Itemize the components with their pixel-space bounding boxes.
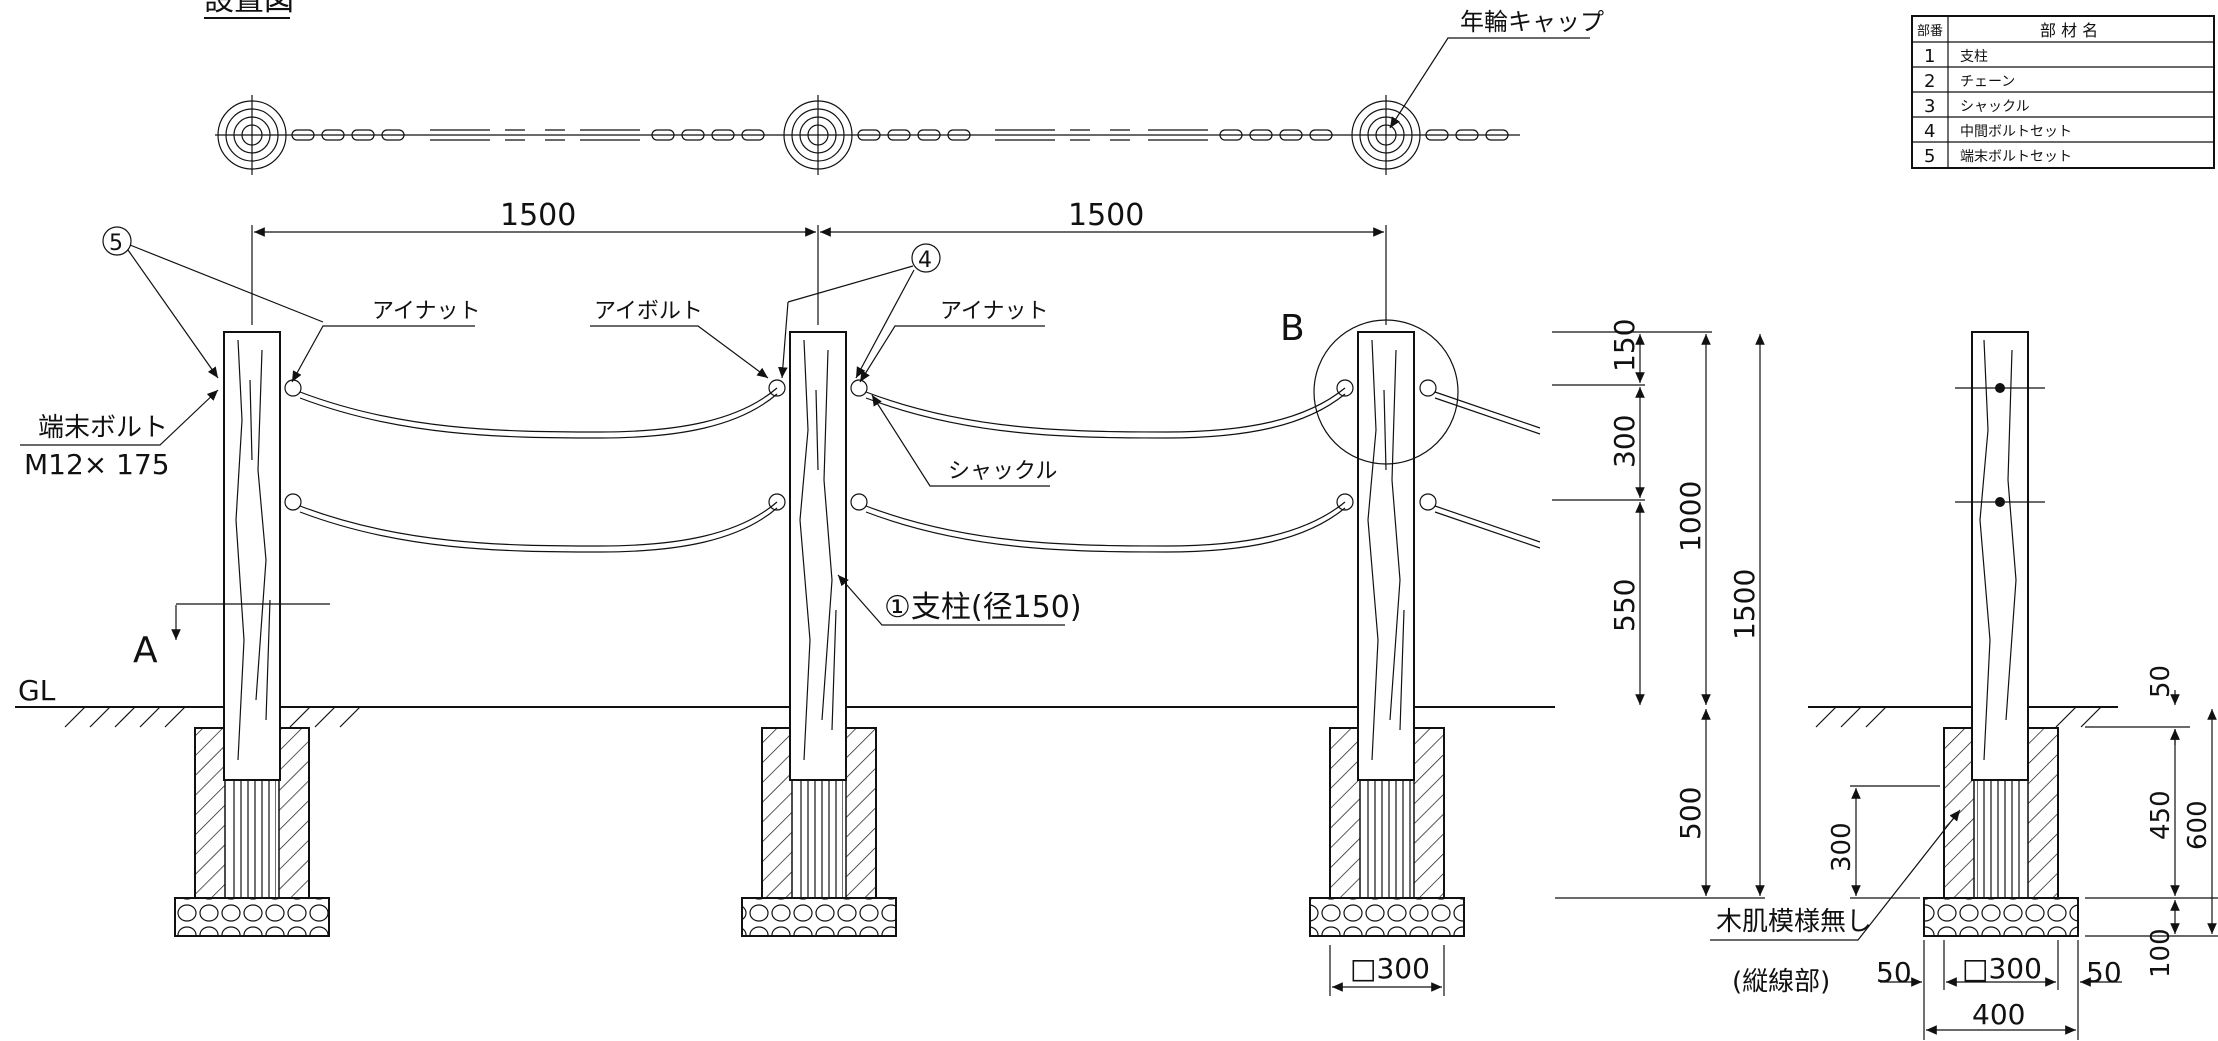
dim-150: 150 [1608, 319, 1641, 372]
table-header-name: 部 材 名 [2040, 21, 2098, 40]
chain-upper-span-2 [850, 379, 1354, 439]
drawing-title: 設置図 [204, 0, 294, 18]
post-2 [789, 331, 847, 781]
callout-5: 5 [109, 231, 123, 256]
dim-550: 550 [1608, 579, 1641, 632]
view-a-label: A [133, 630, 158, 671]
side-dim-450: 450 [2146, 790, 2176, 840]
table-row-2-no: 2 [1924, 71, 1935, 92]
side-bottom-300: □300 [1962, 952, 2042, 985]
end-bolt-size: M12× 175 [24, 448, 170, 481]
side-bottom-50-right: 50 [2086, 956, 2122, 989]
table-row-2-name: チェーン [1960, 74, 2015, 90]
eye-bolt-label: アイボルト [594, 299, 703, 324]
dim-1000: 1000 [1674, 481, 1707, 552]
no-grain-label-1: 木肌模様無し [1716, 907, 1872, 937]
no-grain-label-2: (縦線部) [1732, 967, 1830, 997]
table-row-4-name: 中間ボルトセット [1960, 124, 2072, 140]
dim-1500: 1500 [1728, 569, 1761, 640]
view-b-label: B [1280, 308, 1305, 349]
cap-label: 年輪キャップ [1460, 8, 1604, 36]
side-dim-100: 100 [2146, 928, 2176, 978]
table-row-1-no: 1 [1924, 46, 1935, 67]
eye-nut-center-label: アイナット [940, 299, 1048, 324]
table-row-4-no: 4 [1924, 121, 1935, 142]
dim-500: 500 [1674, 787, 1707, 840]
dim-span-1: 1500 [500, 198, 576, 233]
post-3 [1357, 331, 1415, 781]
eye-nut-left-label: アイナット [372, 299, 480, 324]
side-section: 50 450 100 600 300 木肌模様無し (縦線部) 50 □300 … [1710, 331, 2218, 1040]
gl-label: GL [18, 674, 56, 707]
side-dim-50: 50 [2146, 665, 2176, 698]
drawing-title-group: 設置図 [204, 0, 294, 19]
dim-300: 300 [1608, 415, 1641, 468]
front-elevation: 1500 1500 GL [15, 198, 1765, 996]
post-1 [223, 331, 281, 781]
end-bolt-label: 端末ボルト [38, 413, 168, 443]
side-bottom-400: 400 [1972, 998, 2025, 1031]
table-row-3-no: 3 [1924, 96, 1935, 117]
chain-lower-span-2 [850, 493, 1354, 553]
dim-footing-300: □300 [1350, 952, 1430, 985]
callout-4: 4 [918, 248, 932, 273]
parts-table: 部番 部 材 名 1 支柱 2 チェーン 3 シャックル 4 中間ボルトセット … [1911, 15, 2215, 169]
side-dim-300: 300 [1827, 822, 1857, 872]
plan-view: 年輪キャップ [215, 8, 1604, 175]
table-row-3-name: シャックル [1960, 99, 2030, 115]
table-row-5-no: 5 [1924, 146, 1935, 167]
shackle-label: シャックル [948, 459, 1057, 484]
table-header-no: 部番 [1917, 24, 1943, 39]
table-row-1-name: 支柱 [1960, 49, 1988, 65]
detail-circle-b [1313, 319, 1459, 465]
plan-cap-2 [783, 95, 853, 175]
dim-span-2: 1500 [1068, 198, 1144, 233]
side-dim-600: 600 [2183, 800, 2213, 850]
side-bottom-50-left: 50 [1876, 956, 1912, 989]
chain-upper-span-1 [284, 379, 786, 439]
chain-lower-span-1 [284, 493, 786, 553]
chain-end [1419, 379, 1541, 549]
table-row-5-name: 端末ボルトセット [1960, 149, 2072, 165]
plan-cap-3 [1351, 95, 1421, 175]
plan-cap-1 [217, 95, 287, 175]
post-label: ①支柱(径150) [884, 590, 1082, 625]
